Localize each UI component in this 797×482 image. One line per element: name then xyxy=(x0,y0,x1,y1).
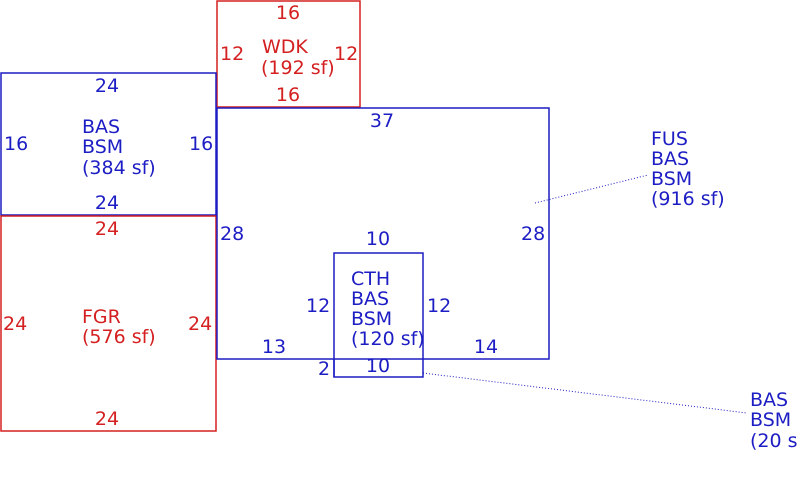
bas-upper-dim-left: 16 xyxy=(4,133,28,155)
wdk-dim-right: 12 xyxy=(334,43,358,65)
cth-line1: CTH xyxy=(351,268,390,290)
fgr-dim-right: 24 xyxy=(188,313,212,335)
main-dim-notch: 2 xyxy=(318,358,330,380)
wdk-dim-left: 12 xyxy=(220,43,244,65)
bas-upper-dim-right: 16 xyxy=(189,133,213,155)
fgr-name: FGR xyxy=(82,306,121,328)
wdk-name: WDK xyxy=(262,36,308,58)
cth-outline xyxy=(333,252,424,378)
fus-callout-area: (916 sf) xyxy=(651,188,725,210)
wdk-dim-top: 16 xyxy=(276,2,300,24)
small-leader-line xyxy=(422,372,748,414)
bas-upper-area: (384 sf) xyxy=(82,157,156,179)
cth-dim-right: 12 xyxy=(427,295,451,317)
main-dim-bottom-right: 14 xyxy=(474,336,498,358)
cth-area: (120 sf) xyxy=(351,328,425,350)
fgr-dim-top: 24 xyxy=(95,218,119,240)
small-callout-line2: BSM xyxy=(750,409,791,431)
fus-callout-line2: BAS xyxy=(651,148,689,170)
main-dim-right: 28 xyxy=(521,223,545,245)
main-dim-top: 37 xyxy=(370,110,394,132)
fgr-dim-left: 24 xyxy=(3,313,27,335)
main-dim-left: 28 xyxy=(220,223,244,245)
bas-upper-dim-top: 24 xyxy=(95,75,119,97)
bas-upper-line2: BSM xyxy=(82,136,123,158)
cth-line2: BAS xyxy=(351,288,389,310)
small-callout-line1: BAS xyxy=(750,389,788,411)
cth-dim-top: 10 xyxy=(366,228,390,250)
wdk-dim-bottom: 16 xyxy=(276,84,300,106)
fus-callout-line1: FUS xyxy=(651,128,688,150)
cth-dim-bottom: 10 xyxy=(366,355,390,377)
bas-upper-dim-bottom: 24 xyxy=(95,192,119,214)
fus-leader-line xyxy=(534,174,649,204)
cth-dim-left: 12 xyxy=(306,295,330,317)
fus-callout-line3: BSM xyxy=(651,168,692,190)
bas-upper-outline xyxy=(0,72,217,216)
wdk-outline xyxy=(216,0,361,108)
fgr-dim-bottom: 24 xyxy=(95,408,119,430)
fgr-outline xyxy=(0,215,217,432)
main-dim-bottom-left: 13 xyxy=(262,336,286,358)
cth-line3: BSM xyxy=(351,308,392,330)
wdk-area: (192 sf) xyxy=(261,57,335,79)
fgr-area: (576 sf) xyxy=(82,326,156,348)
bas-upper-line1: BAS xyxy=(82,116,120,138)
fus-outline xyxy=(216,107,550,360)
small-callout-area: (20 sf) xyxy=(750,430,797,452)
